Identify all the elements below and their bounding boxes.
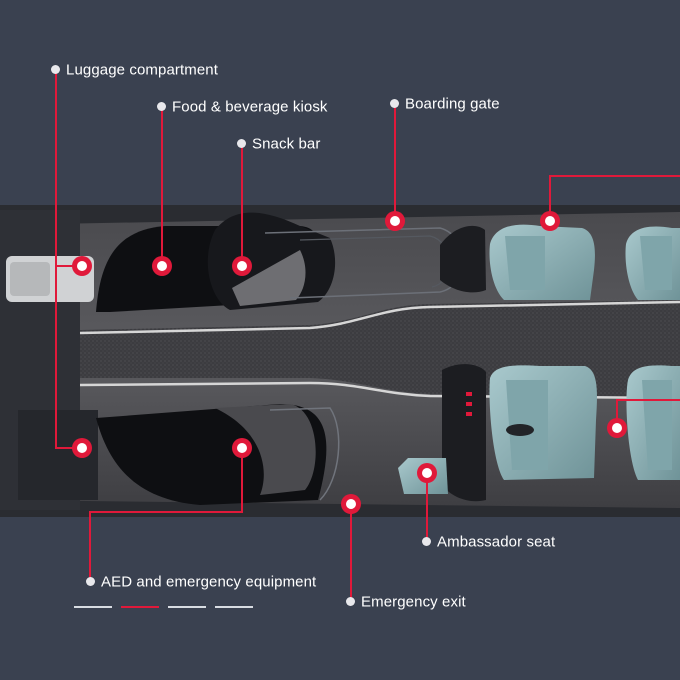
aisle-light-lower xyxy=(79,381,680,400)
label-dot-icon xyxy=(51,64,60,74)
marker-seat-top xyxy=(540,211,560,231)
label-text: AED and emergency equipment xyxy=(101,573,317,591)
partition-wall xyxy=(442,364,486,502)
luggage-rack-shadow xyxy=(10,262,50,296)
seat-upper-2-back xyxy=(640,236,672,290)
marker-aed xyxy=(232,438,252,458)
pager-bar-4[interactable] xyxy=(215,606,253,608)
upper-kiosk-area xyxy=(96,212,464,312)
partition-light-1 xyxy=(466,392,472,396)
label-emergency-exit: Emergency exit xyxy=(346,593,466,611)
label-snack-bar: Snack bar xyxy=(237,135,320,153)
label-text: Snack bar xyxy=(252,135,321,153)
pager-bar-3[interactable] xyxy=(168,606,206,608)
marker-exit xyxy=(341,494,361,514)
callout-line-seat-top xyxy=(549,175,680,221)
aisle-light-upper xyxy=(79,300,680,335)
label-dot-icon xyxy=(86,576,95,586)
marker-gate xyxy=(385,211,405,231)
partition-light-3 xyxy=(466,412,472,416)
callout-markers xyxy=(72,211,627,514)
label-luggage-compartment: Luggage compartment xyxy=(51,61,218,79)
label-text: Food & beverage kiosk xyxy=(172,98,328,116)
marker-luggage-lower xyxy=(72,438,92,458)
lower-kiosk-area xyxy=(96,404,340,505)
label-text: Boarding gate xyxy=(405,95,500,113)
lower-counter-highlight xyxy=(215,404,316,495)
label-text: Luggage compartment xyxy=(66,61,218,79)
marker-snack xyxy=(232,256,252,276)
seat-lower-2-back xyxy=(642,380,672,470)
slide-pager xyxy=(74,606,253,608)
callout-line-aed xyxy=(89,448,243,580)
marker-food xyxy=(152,256,172,276)
label-text: Ambassador seat xyxy=(437,533,556,551)
label-dot-icon xyxy=(237,138,246,148)
label-dot-icon xyxy=(390,98,399,108)
partition-light-2 xyxy=(466,402,472,406)
label-aed-emergency-equipment: AED and emergency equipment xyxy=(86,573,316,591)
marker-seat-right xyxy=(607,418,627,438)
label-text: Emergency exit xyxy=(361,593,466,611)
label-ambassador-seat: Ambassador seat xyxy=(422,533,555,551)
seat-lower-1-armrest xyxy=(506,424,534,436)
seats-lower-row xyxy=(489,365,680,480)
label-dot-icon xyxy=(346,596,355,606)
label-food-beverage-kiosk: Food & beverage kiosk xyxy=(157,98,328,116)
marker-ambassador xyxy=(417,463,437,483)
label-boarding-gate: Boarding gate xyxy=(390,95,500,113)
marker-luggage-upper xyxy=(72,256,92,276)
lower-glass xyxy=(269,407,340,501)
seat-upper-1-back xyxy=(505,236,545,290)
label-dot-icon xyxy=(422,536,431,546)
seats-upper-row xyxy=(489,224,680,300)
label-dot-icon xyxy=(157,101,166,111)
upper-partition xyxy=(440,225,486,293)
pager-bar-2[interactable] xyxy=(121,606,159,608)
kiosk-screen xyxy=(232,250,306,306)
luggage-unit xyxy=(6,256,98,500)
pager-bar-1[interactable] xyxy=(74,606,112,608)
